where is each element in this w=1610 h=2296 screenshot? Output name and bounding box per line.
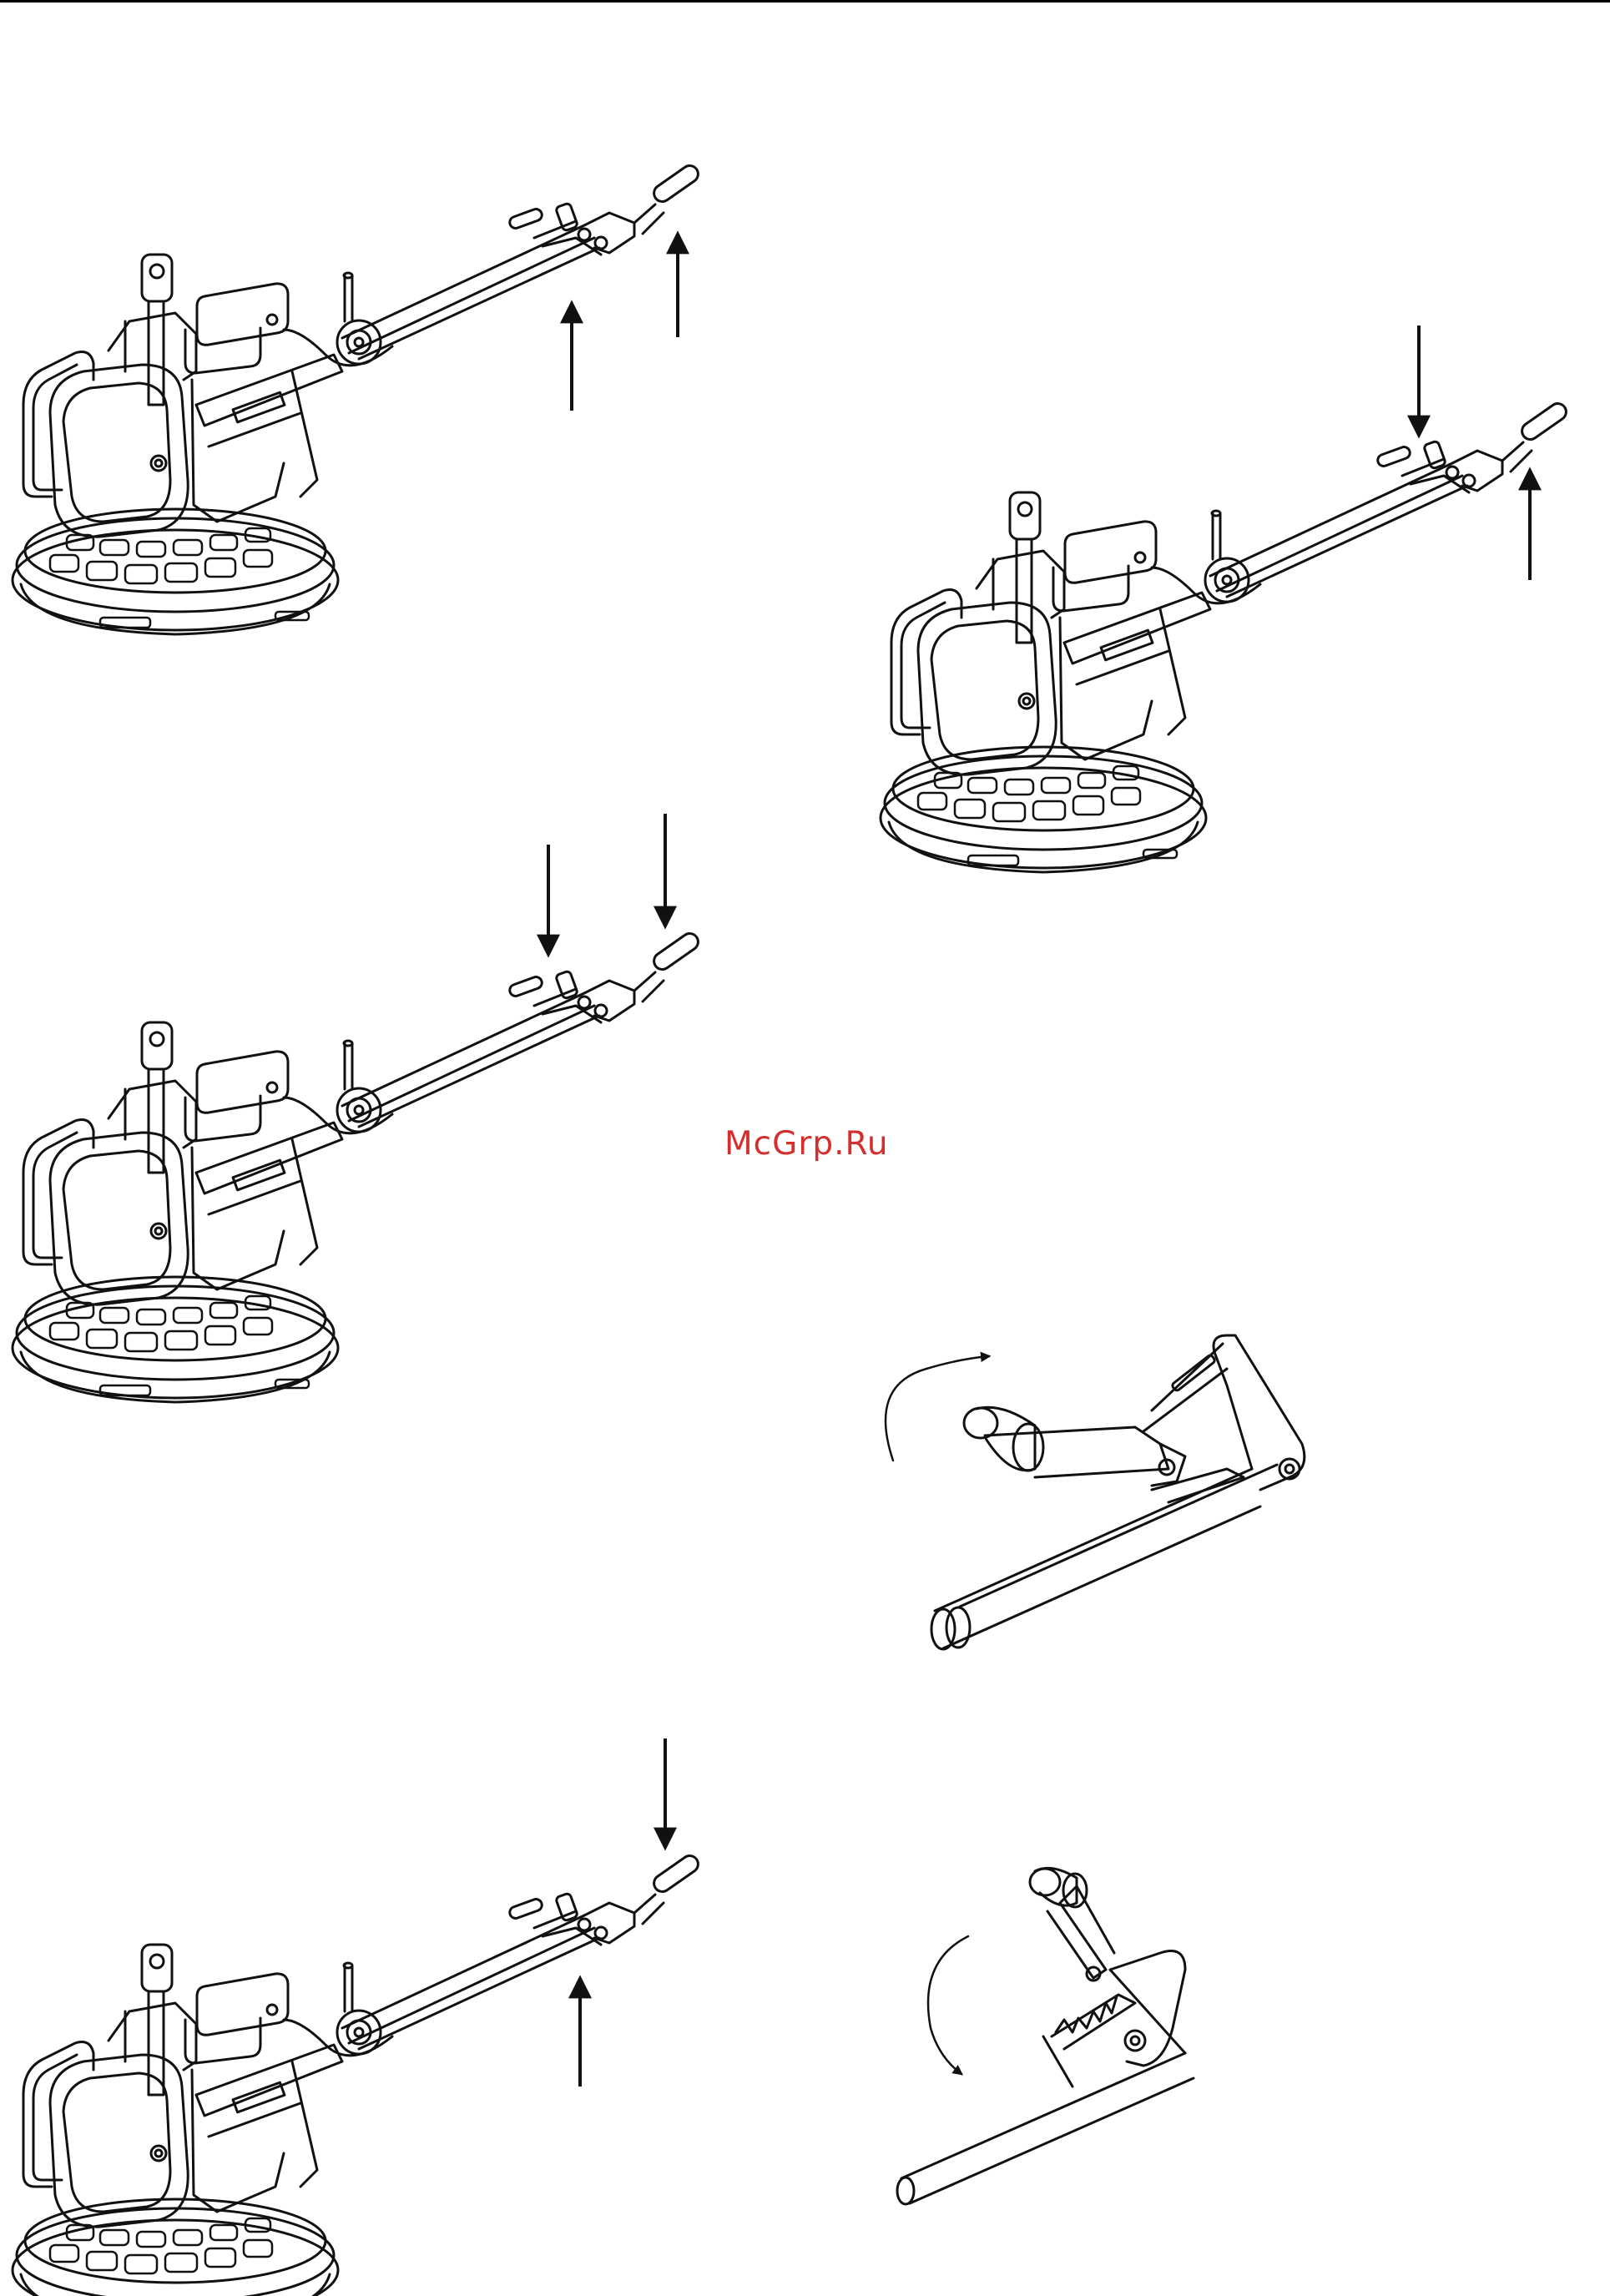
rotate-arrow-icon — [928, 1936, 968, 2074]
watermark: McGrp.Ru — [724, 1125, 889, 1163]
trowel-figure-2 — [881, 325, 1569, 872]
trowel-figure-1 — [13, 163, 701, 634]
trowel-figure-4 — [13, 1738, 701, 2296]
trowel-figure-3 — [13, 814, 701, 1402]
handle-detail-rotate-up — [886, 1335, 1305, 1649]
handle-detail-rotate-down — [897, 1868, 1194, 2204]
